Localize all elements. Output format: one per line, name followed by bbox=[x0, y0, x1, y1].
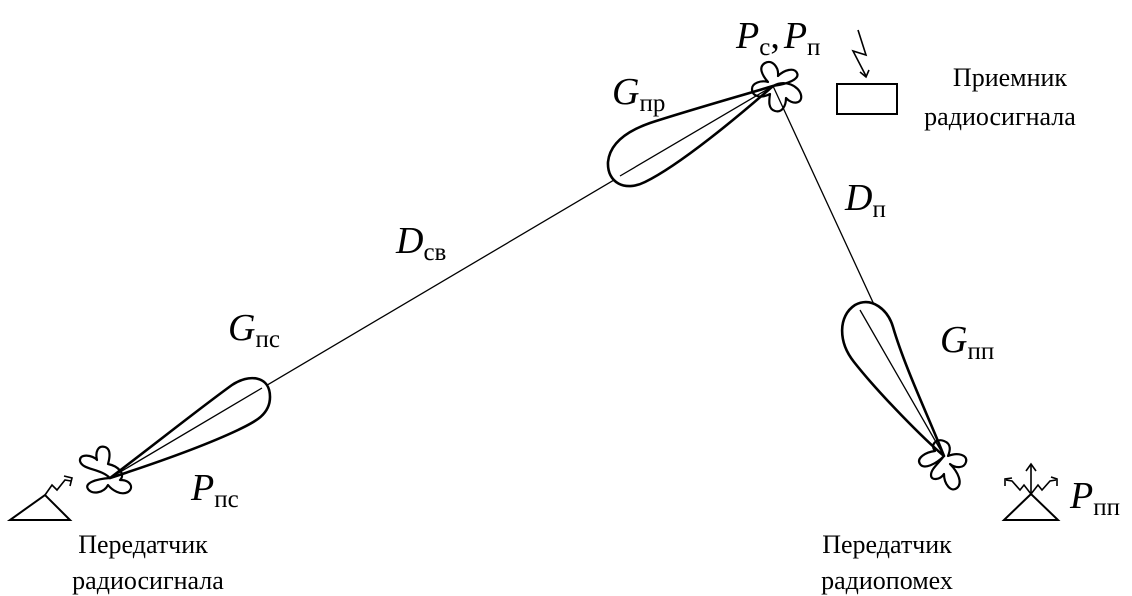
jammer-antenna-lobe bbox=[840, 300, 946, 458]
transmitter-caption-line2: радиосигнала bbox=[72, 566, 224, 595]
jammer-power-label: Pпп bbox=[1069, 475, 1120, 521]
jammer-antenna-icon bbox=[1001, 462, 1061, 521]
transmitter-gain-label: Gпс bbox=[228, 307, 280, 353]
receiver-caption-line2: радиосигнала bbox=[924, 102, 1076, 131]
transmitter-power-label: Pпс bbox=[190, 467, 239, 513]
receiver-caption-line1: Приемник bbox=[953, 63, 1068, 92]
jammer-caption-line2: радиопомех bbox=[821, 566, 953, 595]
transmitter-sidelobes bbox=[78, 445, 133, 495]
transmitter-antenna-lobe bbox=[108, 376, 272, 480]
receiver-power-label: Pс,Pп bbox=[735, 15, 820, 61]
receiver-sidelobes bbox=[750, 60, 803, 113]
receiver-gain-label: Gпр bbox=[612, 71, 665, 117]
link-distance-label: Dсв bbox=[395, 220, 446, 266]
receiver-icon bbox=[836, 29, 898, 115]
jammer-sidelobes bbox=[918, 439, 968, 491]
jammer-caption-line1: Передатчик bbox=[822, 530, 952, 559]
transmitter-caption-line1: Передатчик bbox=[78, 530, 208, 559]
transmitter-antenna-icon bbox=[6, 475, 73, 521]
jammer-gain-label: Gпп bbox=[940, 319, 994, 365]
interference-distance-label: Dп bbox=[844, 177, 886, 223]
